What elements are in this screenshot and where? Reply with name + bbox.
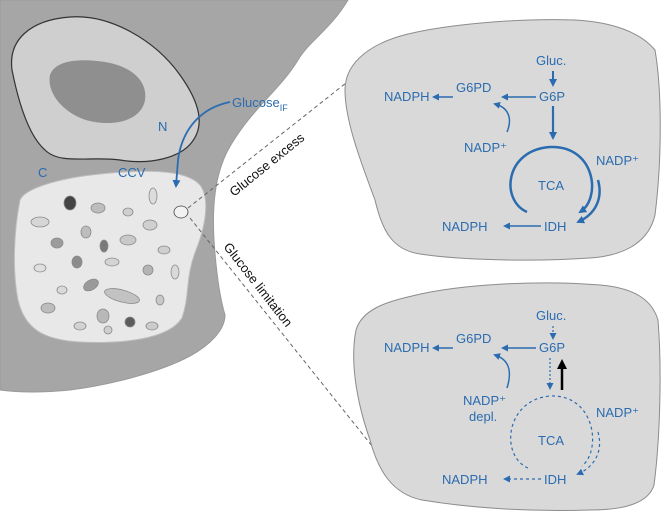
bottom-nadp-depl-label: depl. (469, 409, 497, 424)
condition-label-limitation: Glucose limitation (221, 240, 296, 330)
panel-bottom-shape (353, 282, 661, 512)
vacuole (13, 170, 207, 343)
cell-label-c: C (38, 165, 47, 180)
top-g6p-label: G6P (539, 89, 565, 104)
bottom-nadp-to-g6pd-arc (493, 353, 511, 389)
cell-label-n: N (158, 119, 167, 134)
glucose-if-label: GlucoseIF (232, 95, 288, 113)
top-gluc-label: Gluc. (536, 53, 566, 68)
panel-glucose-limitation: Gluc. G6P G6PD NADPH NADP⁺ depl. TCA NAD… (353, 282, 661, 512)
top-nadph-bottom-label: NADPH (442, 219, 488, 234)
vacuole-granules (30, 187, 189, 335)
condition-label-excess: Glucose excess (226, 130, 307, 200)
top-nadp-to-idh-arc (576, 179, 601, 224)
glucose-uptake-arrow (172, 101, 231, 188)
top-tca-cycle (509, 145, 594, 214)
panel-glucose-excess: Gluc. G6P G6PD NADPH NADP⁺ TCA NADP⁺ IDH… (344, 19, 661, 261)
bottom-nadph-left-label: NADPH (384, 340, 430, 355)
bottom-tca-label: TCA (538, 433, 564, 448)
top-nadph-left-label: NADPH (384, 89, 430, 104)
bottom-gluc-label: Gluc. (536, 308, 566, 323)
panel-top-shape (344, 19, 661, 261)
bottom-nadp-left-label: NADP⁺ (463, 393, 506, 408)
bottom-nadp-to-idh-arc (576, 431, 601, 476)
top-tca-label: TCA (538, 178, 564, 193)
cell-label-ccv: CCV (118, 165, 146, 180)
glucose-main-text: Glucose (232, 95, 280, 110)
top-idh-label: IDH (544, 219, 566, 234)
bottom-nadp-right-label: NADP⁺ (596, 405, 639, 420)
top-nadp-to-g6pd-arc (493, 101, 511, 133)
top-g6pd-label: G6PD (456, 80, 491, 95)
top-nadp-right-label: NADP⁺ (596, 153, 639, 168)
bottom-g6pd-label: G6PD (456, 331, 491, 346)
top-nadp-left-label: NADP⁺ (464, 140, 507, 155)
nucleolus (49, 60, 146, 124)
bottom-g6p-label: G6P (539, 340, 565, 355)
bottom-idh-label: IDH (544, 472, 566, 487)
cell: N C CCV GlucoseIF (0, 0, 349, 393)
glucose-subscript-text: IF (280, 103, 289, 113)
bottom-nadph-bottom-label: NADPH (442, 472, 488, 487)
